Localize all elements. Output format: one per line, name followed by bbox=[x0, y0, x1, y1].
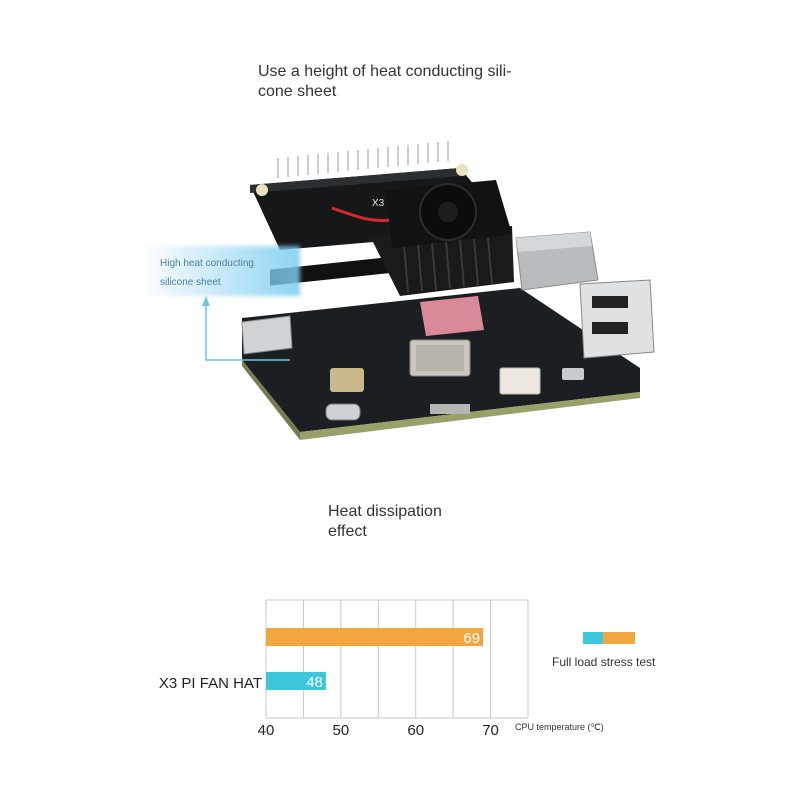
board-illustration: X3 bbox=[202, 141, 655, 440]
wifi-module bbox=[330, 368, 364, 392]
x-tick-label: 60 bbox=[407, 722, 424, 739]
chart-heading: Heat dissipation effect bbox=[328, 502, 528, 542]
top-heading-line-1: Use a height of heat conducting sili- bbox=[258, 63, 512, 80]
top-heading-line-2: cone sheet bbox=[258, 83, 337, 100]
mount-hole-right bbox=[456, 164, 468, 176]
fan-connector bbox=[499, 367, 541, 395]
main-board bbox=[241, 231, 655, 440]
x-tick-label: 40 bbox=[258, 722, 275, 739]
legend-swatch-right bbox=[603, 632, 635, 644]
mount-hole-left bbox=[256, 184, 268, 196]
heat-dissipation-chart: 69 48 40 50 60 70 X3 PI FAN HAT CPU temperat… bbox=[159, 599, 656, 739]
chart-heading-line-1: Heat dissipation bbox=[328, 503, 442, 520]
fan-hat-silkscreen: X3 bbox=[372, 198, 385, 209]
hdmi-port bbox=[241, 315, 293, 355]
fan-hat-gpio-pins bbox=[277, 141, 449, 178]
bar-value-label-1: 48 bbox=[306, 674, 323, 691]
callout-label-line-2: silicone sheet bbox=[160, 277, 221, 288]
x-tick-label: 50 bbox=[333, 722, 350, 739]
chart-x-ticks: 40 50 60 70 bbox=[258, 722, 499, 739]
callout-label-line-1: High heat conducting bbox=[160, 258, 254, 269]
usb-a-stack bbox=[579, 279, 655, 359]
legend-label: Full load stress test bbox=[552, 655, 656, 669]
callout-label: High heat conducting silicone sheet bbox=[160, 254, 254, 292]
sd-card-slot bbox=[430, 404, 470, 414]
cooling-fan bbox=[386, 180, 512, 248]
legend-swatch-left bbox=[583, 632, 603, 644]
chart-bars: 69 48 bbox=[266, 628, 484, 691]
callout-pointer bbox=[202, 296, 290, 361]
bar-value-label-0: 69 bbox=[463, 630, 480, 647]
category-label-fan-hat: X3 PI FAN HAT bbox=[159, 675, 262, 692]
bar-1 bbox=[266, 672, 326, 690]
x-tick-label: 70 bbox=[482, 722, 499, 739]
micro-usb-port bbox=[562, 368, 584, 380]
thermal-pad bbox=[420, 296, 484, 336]
chart-heading-line-2: effect bbox=[328, 523, 367, 540]
callout-highlight bbox=[140, 246, 300, 296]
bar-0 bbox=[266, 628, 484, 646]
usb-c-port bbox=[325, 403, 361, 421]
fan-wire bbox=[331, 206, 391, 222]
x-axis-label: CPU temperature (℃) bbox=[515, 722, 604, 732]
top-heading: Use a height of heat conducting sili- co… bbox=[258, 62, 558, 102]
chart-grid bbox=[265, 599, 529, 719]
